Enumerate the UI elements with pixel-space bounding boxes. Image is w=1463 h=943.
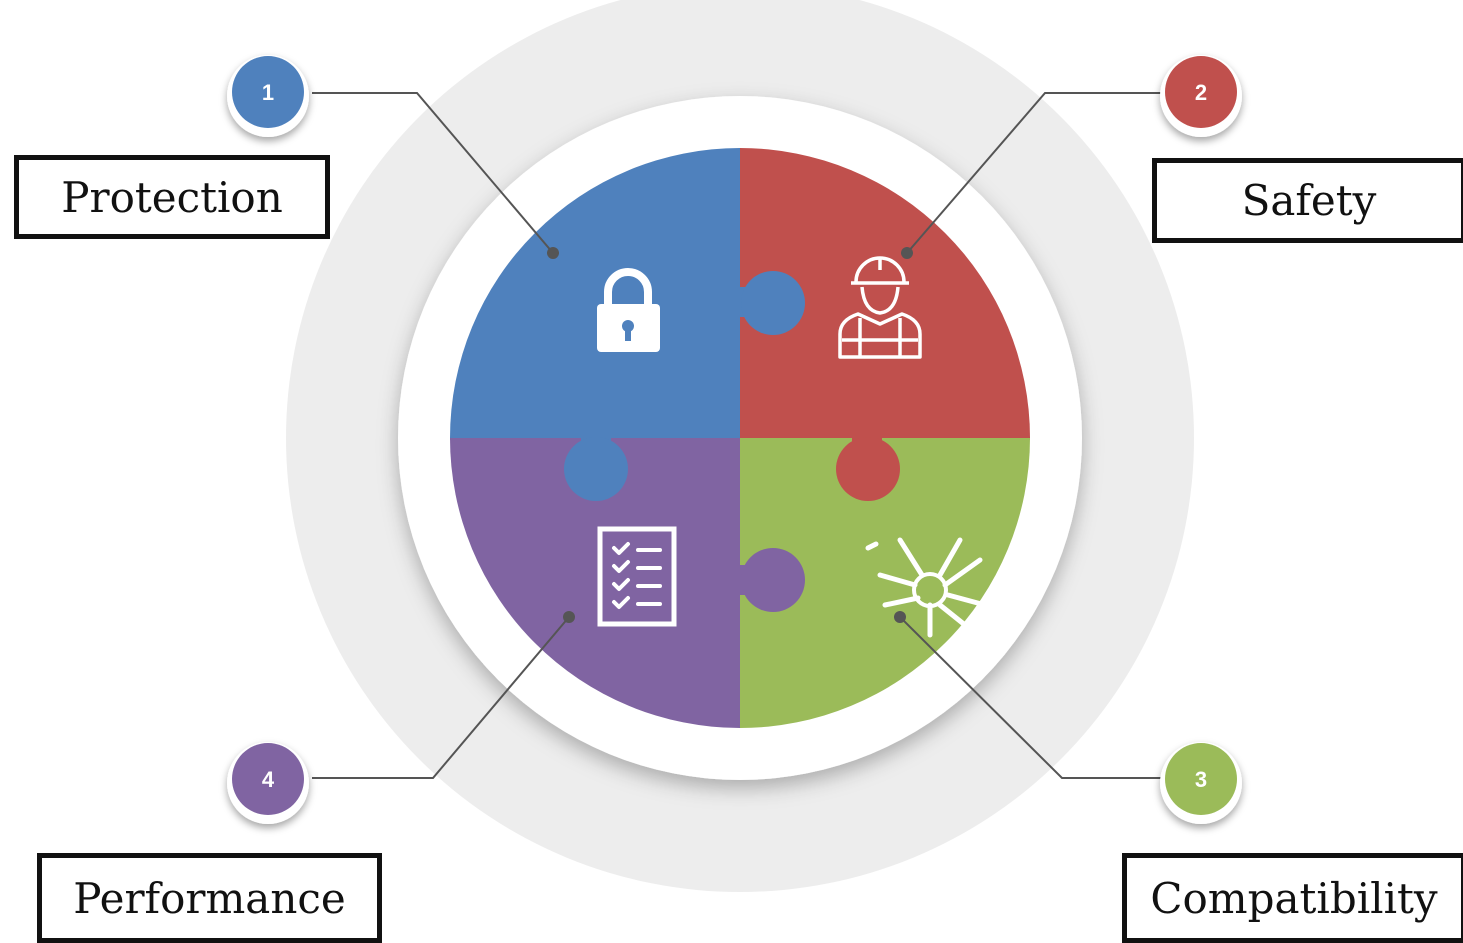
label-compatibility: Compatibility [1122,853,1463,943]
padlock-icon [597,268,660,352]
connectors [312,92,1165,779]
badge-4: 4 [227,742,309,824]
connector-2 [906,92,1165,254]
label-safety-text: Safety [1241,176,1377,225]
connector-1 [312,92,554,254]
badge-3-number: 3 [1195,767,1207,792]
label-protection-text: Protection [61,172,283,222]
badge-3: 3 [1160,742,1242,824]
badge-2-number: 2 [1195,80,1207,105]
connector-3 [899,616,1165,779]
connector-dots [547,247,913,623]
checklist-icon [597,526,677,627]
label-performance: Performance [37,853,382,943]
badge-1-number: 1 [262,80,274,105]
team-hands-icon [865,537,988,638]
label-safety: Safety [1152,158,1463,243]
badge-4-number: 4 [262,767,275,792]
badge-2: 2 [1160,55,1242,137]
construction-worker-icon [838,256,922,359]
label-protection: Protection [14,155,330,239]
label-performance-text: Performance [73,873,346,923]
badge-1: 1 [227,55,309,137]
puzzle-tabs [564,271,900,612]
connector-4 [312,616,570,779]
label-compatibility-text: Compatibility [1150,873,1438,923]
